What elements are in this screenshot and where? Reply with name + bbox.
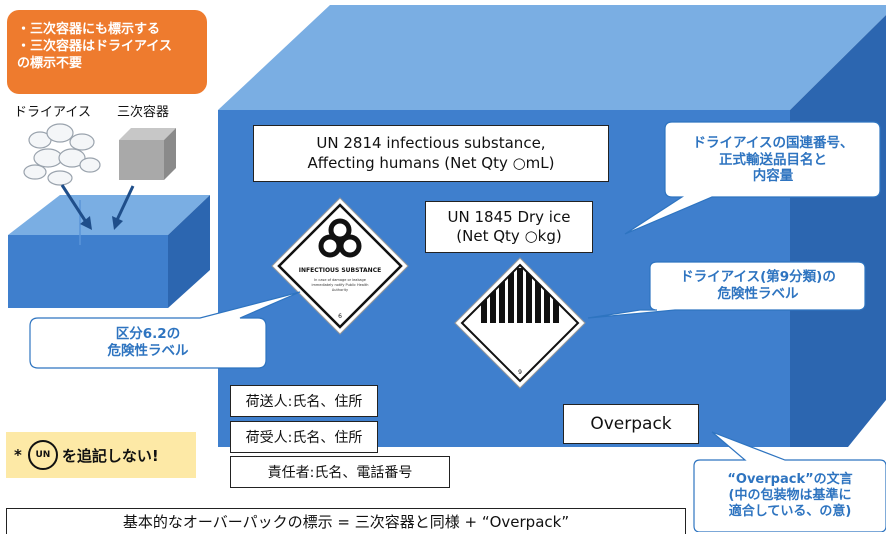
orange-note: ・三次容器にも標示する ・三次容器はドライアイス の標示不要 xyxy=(7,10,207,94)
overpack-label: Overpack xyxy=(563,404,699,444)
callout-dryice-un-shape xyxy=(624,121,881,235)
class9-label: 9 xyxy=(454,257,586,389)
un-note-prefix: * xyxy=(14,446,22,464)
infectious-class-number: 6 xyxy=(338,313,342,320)
callout-dryice-un-line-1: ドライアイスの国連番号、 xyxy=(692,134,854,151)
consignee-box: 荷受人:氏名、住所 xyxy=(230,421,378,453)
callout-dryice-un: ドライアイスの国連番号、 正式輸送品目名と 内容量 xyxy=(668,124,878,196)
callout-class9: ドライアイス(第9分類)の 危険性ラベル xyxy=(652,263,864,309)
callout-overpack-line-3: 適合している、の意) xyxy=(728,504,852,520)
tertiary-container-icon xyxy=(119,128,176,180)
class9-number: 9 xyxy=(518,369,522,376)
infectious-substance-label: INFECTIOUS SUBSTANCE In case of damage o… xyxy=(271,197,409,335)
infectious-title: INFECTIOUS SUBSTANCE xyxy=(299,267,381,274)
small-box-side xyxy=(168,195,210,308)
callout-overpack-line-1: “Overpack”の文言 xyxy=(727,471,853,487)
un-note-text: を追記しない! xyxy=(61,446,159,465)
svg-text:immediately notify Public Heal: immediately notify Public Health xyxy=(312,283,369,287)
un1845-line-2: (Net Qty ○kg) xyxy=(456,227,562,245)
responsible-box: 責任者:氏名、電話番号 xyxy=(230,456,450,488)
tertiary-caption: 三次容器 xyxy=(117,105,170,120)
dry-ice-caption: ドライアイス xyxy=(14,105,91,120)
un-note: * UN を追記しない! xyxy=(6,432,196,478)
small-box-top xyxy=(8,195,210,235)
overpack-top-face xyxy=(218,5,886,110)
callout-class62-shape xyxy=(29,291,301,369)
small-box-front xyxy=(8,235,168,308)
callout-class62-line-1: 区分6.2の xyxy=(115,326,181,343)
callout-class9-shape xyxy=(587,261,866,319)
svg-text:In case of damage or leakage: In case of damage or leakage xyxy=(314,278,366,282)
un1845-box: UN 1845 Dry ice (Net Qty ○kg) xyxy=(425,201,593,253)
orange-note-line-1: ・三次容器にも標示する xyxy=(17,22,161,37)
bottom-caption: 基本的なオーバーパックの標示 = 三次容器と同様 + “Overpack” xyxy=(6,508,686,534)
svg-text:Authority: Authority xyxy=(332,288,348,292)
arrows xyxy=(60,184,135,230)
callout-class62-line-2: 危険性ラベル xyxy=(107,343,189,359)
orange-note-line-2: ・三次容器はドライアイス xyxy=(17,38,172,54)
callout-overpack: “Overpack”の文言 (中の包装物は基準に 適合している、の意) xyxy=(695,461,885,531)
un2814-box: UN 2814 infectious substance, Affecting … xyxy=(253,125,609,182)
callout-class9-line-1: ドライアイス(第9分類)の xyxy=(680,269,836,286)
orange-note-line-3: の標示不要 xyxy=(17,55,83,71)
un1845-line-1: UN 1845 Dry ice xyxy=(447,207,571,226)
callout-overpack-line-2: (中の包装物は基準に xyxy=(728,487,852,503)
dry-ice-icon xyxy=(23,123,101,186)
callout-class9-line-2: 危険性ラベル xyxy=(717,286,799,302)
callout-class62: 区分6.2の 危険性ラベル xyxy=(32,319,264,367)
un2814-line-1: UN 2814 infectious substance, xyxy=(316,134,546,152)
un-symbol-icon: UN xyxy=(27,440,58,470)
shipper-box: 荷送人:氏名、住所 xyxy=(230,385,378,417)
un2814-line-2: Affecting humans (Net Qty ○mL) xyxy=(307,153,555,172)
callout-dryice-un-line-2: 正式輸送品目名と xyxy=(719,151,827,168)
callout-dryice-un-line-3: 内容量 xyxy=(752,168,794,185)
